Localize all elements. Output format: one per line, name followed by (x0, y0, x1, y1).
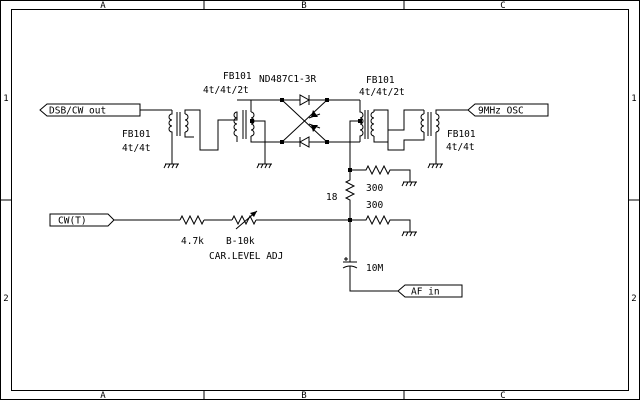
ground-symbol (256, 156, 272, 169)
row-label-1-right: 1 (631, 94, 636, 104)
capacitor-10m: 10M (342, 220, 398, 292)
transformer-fb101-right-small: FB101 4t/4t (387, 109, 476, 169)
diode-ring-label: ND487C1-3R (259, 74, 316, 85)
row-label-1-left: 1 (3, 94, 8, 104)
resistor-4-7k: 4.7k (179, 214, 205, 247)
column-label-a-bottom: A (100, 391, 106, 400)
resistor-18-value: 18 (326, 192, 338, 203)
car-level-adj-label: CAR.LEVEL ADJ (209, 251, 283, 262)
variable-resistor-b-10k: B-10k CAR.LEVEL ADJ (209, 210, 283, 262)
variable-resistor-b-10k-value: B-10k (226, 236, 255, 247)
fb101-left-big-turns: 4t/4t/2t (203, 85, 249, 96)
capacitor-10m-value: 10M (366, 263, 383, 274)
port-af-in: AF in (397, 284, 463, 298)
ground-symbol (427, 163, 443, 169)
port-cw-t-label: CW(T) (58, 216, 87, 227)
port-af-in-label: AF in (411, 287, 440, 298)
fb101-left-small-turns: 4t/4t (122, 143, 151, 154)
ground-symbol (401, 231, 417, 237)
column-label-a-top: A (100, 1, 106, 11)
resistor-300-bottom: 300 (348, 200, 417, 237)
port-dsb-cw-out-label: DSB/CW out (49, 106, 106, 117)
column-label-b-bottom: B (301, 391, 306, 400)
cw-input-chain: 4.7k B-10k CAR.LEVEL ADJ (114, 210, 350, 262)
column-label-b-top: B (301, 1, 306, 11)
row-label-2-left: 2 (3, 294, 8, 304)
transformer-fb101-left-small: FB101 4t/4t (122, 109, 219, 169)
fb101-left-small-name: FB101 (122, 129, 151, 140)
fb101-left-big-name: FB101 (223, 71, 252, 82)
column-label-c-top: C (500, 1, 505, 11)
port-9mhz-osc-label: 9MHz OSC (478, 106, 524, 117)
port-9mhz-osc: 9MHz OSC (467, 103, 549, 117)
port-dsb-cw-out: DSB/CW out (39, 103, 141, 117)
fb101-right-big-name: FB101 (366, 75, 395, 86)
fb101-right-small-name: FB101 (447, 129, 476, 140)
resistor-18: 18 (326, 170, 356, 220)
resistor-300-top-value: 300 (366, 183, 383, 194)
fb101-right-big-turns: 4t/4t/2t (359, 87, 405, 98)
port-cw-t: CW(T) (49, 213, 115, 227)
diode-ring-nd487c1-3r: ND487C1-3R (259, 74, 360, 148)
column-label-c-bottom: C (500, 391, 505, 400)
resistor-300-top: 300 (348, 164, 417, 194)
ground-symbol (163, 163, 179, 169)
ground-symbol (401, 181, 417, 187)
fb101-right-small-turns: 4t/4t (446, 142, 475, 153)
transformer-fb101-left-big: FB101 4t/4t/2t (203, 71, 282, 169)
resistor-4-7k-value: 4.7k (181, 236, 204, 247)
transformer-fb101-right-big: FB101 4t/4t/2t (349, 75, 405, 170)
row-label-2-right: 2 (631, 294, 636, 304)
resistor-300-bottom-value: 300 (366, 200, 383, 211)
